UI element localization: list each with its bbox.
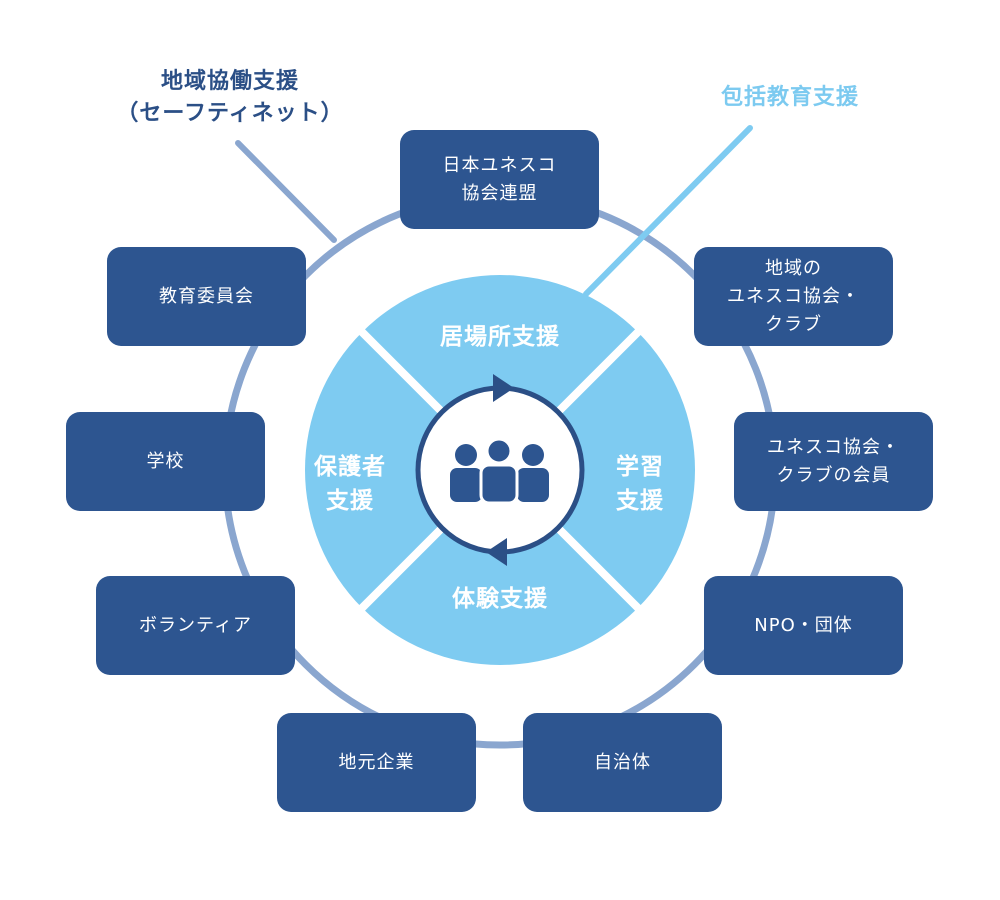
learning-support-label: 学習 支援 <box>616 454 664 514</box>
node-club-members: ユネスコ協会・ クラブの会員 <box>734 412 933 511</box>
node-municipality: 自治体 <box>523 713 722 812</box>
experience-support-label: 体験支援 <box>452 586 548 612</box>
regional-support-pointer <box>235 140 337 243</box>
node-local-business: 地元企業 <box>277 713 476 812</box>
node-school: 学校 <box>66 412 265 511</box>
place-support-label: 居場所支援 <box>440 324 560 350</box>
node-board-of-education: 教育委員会 <box>107 247 306 346</box>
comprehensive-support-pointer <box>583 125 753 297</box>
cycle-arrow-bottom-icon <box>486 538 507 566</box>
node-volunteer: ボランティア <box>96 576 295 675</box>
guardian-support-label: 保護者 支援 <box>314 454 386 514</box>
cycle-arrow-top-icon <box>493 374 514 402</box>
node-npo: NPO・団体 <box>704 576 903 675</box>
regional-collaboration-support-label: 地域協働支援 （セーフティネット） <box>116 69 344 126</box>
node-local-unesco-clubs: 地域の ユネスコ協会・ クラブ <box>694 247 893 346</box>
comprehensive-education-support-label: 包括教育支援 <box>720 85 859 110</box>
node-unesco-federation: 日本ユネスコ 協会連盟 <box>400 130 599 229</box>
people-group-icon <box>450 437 549 505</box>
